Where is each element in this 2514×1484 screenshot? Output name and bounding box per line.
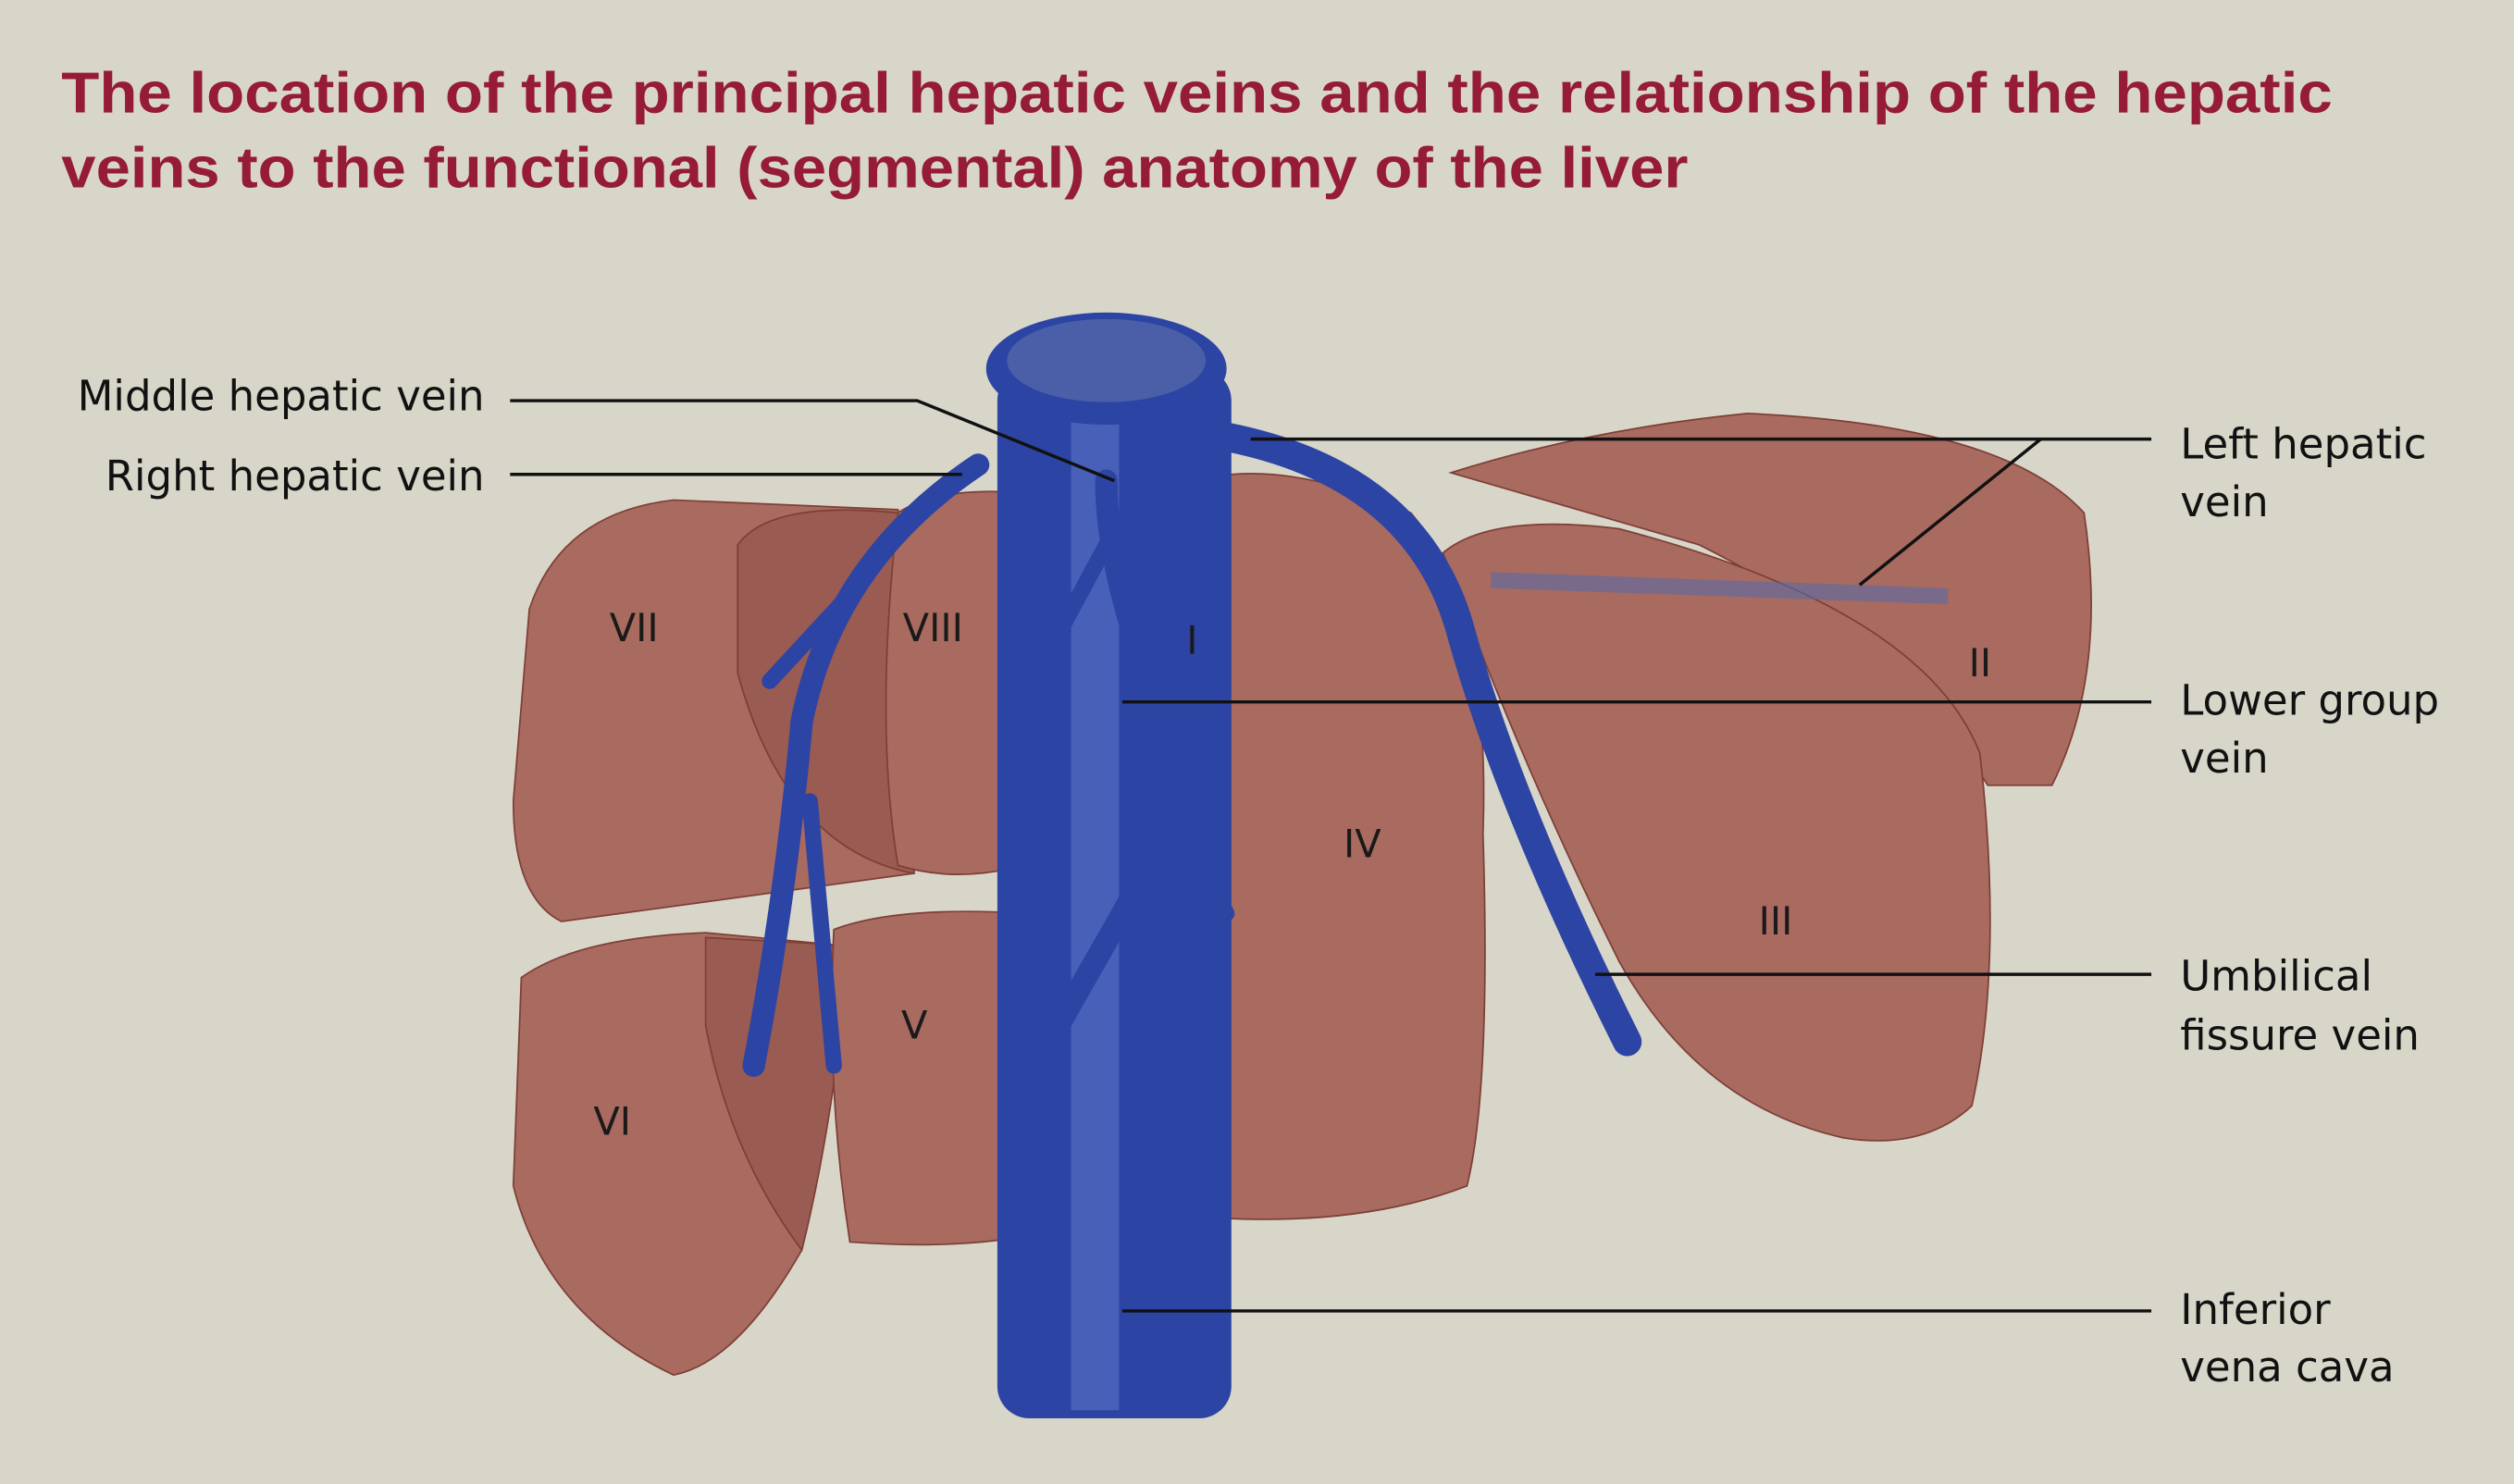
label-right-hepatic-vein: Right hepatic vein (105, 451, 485, 501)
middle-hepatic-vein-shape (1007, 469, 1173, 1109)
leader-lines (510, 399, 2152, 1313)
label-middle-hepatic-vein: Middle hepatic vein (78, 371, 485, 420)
label-lower-group-vein-1: Lower group (2180, 676, 2439, 725)
segment-label-v: V (901, 1002, 928, 1047)
segment-iii-lobe (1442, 523, 1991, 1142)
label-lower-group-vein-2: vein (2180, 734, 2268, 783)
middle-hepatic-vein-branches (1042, 537, 1235, 922)
label-inferior-vena-cava-2: vena cava (2180, 1342, 2394, 1391)
title-line-1: The location of the principal hepatic ve… (61, 61, 2333, 125)
title-line-2: veins to the functional (segmental) anat… (61, 137, 1688, 201)
segment-label-i: I (1186, 618, 1197, 663)
segment-label-iii: III (1759, 898, 1793, 944)
label-umbilical-fissure-vein-2: fissure vein (2180, 1011, 2420, 1060)
left-hepatic-vein-shape (1188, 418, 1642, 1057)
segment-vii-face (737, 509, 915, 875)
leader-middle-hepatic-vein (510, 399, 1115, 483)
segment-label-ii: II (1969, 640, 1992, 686)
right-hepatic-vein-shape (742, 453, 990, 1078)
hepatic-veins (742, 312, 1949, 1418)
left-hepatic-vein-branch (1491, 572, 1949, 605)
right-hepatic-vein-branches (762, 568, 874, 1074)
segment-label-vi: VI (593, 1098, 631, 1144)
leader-left-hepatic-vein (1250, 437, 2152, 587)
liver-segments (512, 413, 2092, 1377)
vena-cava-lumen (1007, 318, 1207, 402)
label-inferior-vena-cava-1: Inferior (2180, 1285, 2331, 1334)
segment-label-viii: VIII (903, 605, 963, 650)
label-left-hepatic-vein-2: vein (2180, 477, 2268, 526)
label-umbilical-fissure-vein-1: Umbilical (2180, 951, 2372, 1000)
label-left-hepatic-vein-1: Left hepatic (2180, 419, 2426, 468)
segment-label-iv: IV (1344, 822, 1381, 867)
segment-label-vii: VII (610, 605, 659, 650)
